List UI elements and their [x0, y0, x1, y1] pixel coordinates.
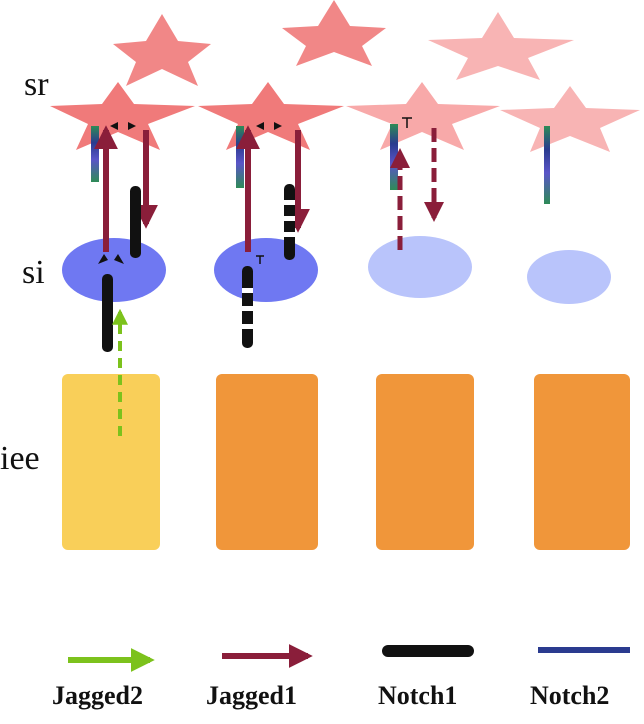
legend-label-jagged1: Jagged1	[206, 681, 297, 710]
interaction-marker-col1-top	[110, 122, 136, 130]
notch2-bar-col3	[390, 124, 398, 190]
inhibition-marker-col3	[402, 117, 412, 128]
stellate-reticulum-front-stars	[50, 82, 640, 152]
row-label-si: si	[22, 254, 45, 291]
star-front-3	[346, 82, 500, 150]
si-cell-1	[62, 238, 166, 302]
star-front-4	[500, 86, 640, 152]
inhibition-marker-col2	[256, 255, 264, 264]
column-4-signals	[544, 126, 550, 204]
column-1-signals	[91, 122, 158, 436]
inner-enamel-epithelium-cells	[62, 374, 630, 550]
row-label-sr: sr	[24, 66, 49, 103]
notch2-bar-col2	[236, 126, 244, 188]
notch2-bar-col1	[91, 126, 99, 182]
row-label-iee: iee	[0, 440, 40, 477]
legend-symbols	[68, 644, 630, 672]
interaction-marker-col1-mid	[98, 254, 124, 264]
interaction-marker-col2-top	[256, 122, 282, 130]
legend-label-notch1: Notch1	[378, 681, 458, 710]
notch2-bar-col4	[544, 126, 550, 204]
si-cell-3	[368, 236, 472, 298]
stellate-reticulum-back-stars	[113, 0, 574, 86]
legend-label-notch2: Notch2	[530, 681, 610, 710]
notch1-bar-col2-upper	[284, 184, 295, 260]
stratum-intermedium-cells	[62, 236, 611, 304]
iee-cell-2	[216, 374, 318, 550]
notch1-bar-col2-lower-dashes	[242, 288, 253, 329]
star-front-1	[50, 82, 195, 150]
column-3-signals	[390, 117, 444, 250]
legend-notch2-bar	[538, 647, 630, 653]
star-back-3	[428, 12, 574, 80]
iee-cell-1	[62, 374, 160, 550]
legend-label-jagged2: Jagged2	[52, 681, 143, 710]
si-cell-2	[214, 238, 318, 302]
star-front-2	[198, 82, 344, 150]
notch1-bar-col1-lower	[102, 274, 113, 352]
column-2-signals	[236, 122, 310, 348]
si-cell-4	[527, 250, 611, 304]
star-back-2	[282, 0, 386, 66]
notch1-bar-col1-upper	[130, 186, 141, 258]
notch1-bar-col2-upper-dashes	[284, 200, 295, 237]
iee-cell-3	[376, 374, 474, 550]
legend-notch1-bar	[382, 645, 474, 657]
star-back-1	[113, 14, 211, 86]
iee-cell-4	[534, 374, 630, 550]
